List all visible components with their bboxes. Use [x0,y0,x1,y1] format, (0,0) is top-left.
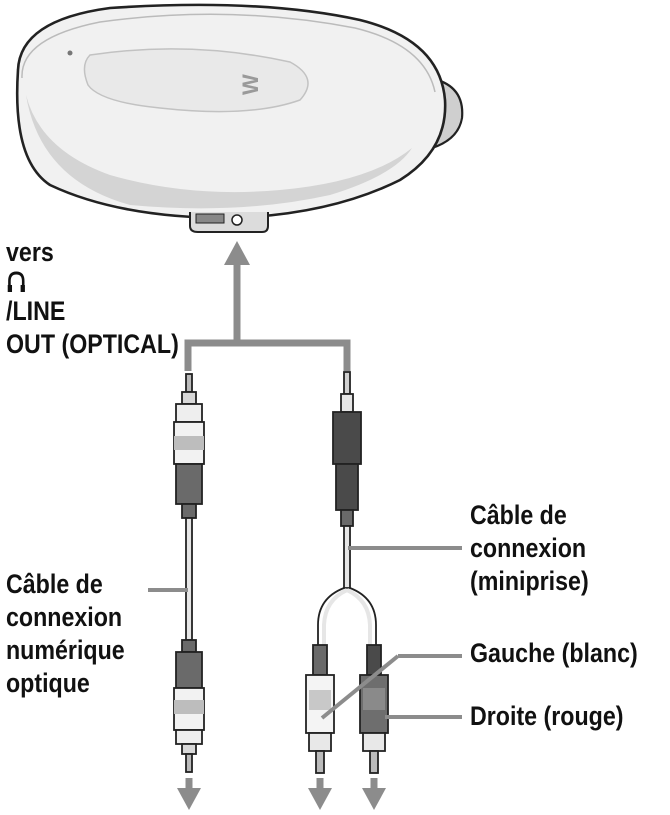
minijack-cable [317,371,377,645]
minijack-line-3: (miniprise) [470,566,589,596]
output-line2: OUT (OPTICAL) [6,329,179,359]
arrow-down-icon [308,788,332,810]
optical-line-4: optique [6,668,90,698]
minijack-line-2: connexion [470,533,587,563]
device-logo: W [238,74,263,95]
output-jack-label: vers /LINE OUT (OPTICAL) [6,236,179,361]
optical-line-2: connexion [6,602,123,632]
minijack-cable-label: Câble de connexion (miniprise) [470,499,589,598]
rca-plug-right-red [359,644,389,774]
leader-lines [148,546,462,720]
arrow-down-icon [177,788,201,810]
headphones-icon [7,269,26,295]
connection-lines [184,262,351,371]
optical-cable-label: Câble de connexion numérique optique [6,568,125,700]
right-plug-label: Droite (rouge) [470,701,624,731]
output-suffix: /LINE [6,296,66,326]
optical-line-3: numérique [6,635,125,665]
rca-plug-left-white [305,644,335,774]
minijack-line-1: Câble de [470,500,567,530]
optical-cable [173,373,205,773]
optical-line-1: Câble de [6,569,103,599]
output-prefix: vers [6,237,54,267]
arrow-down-icon [362,788,386,810]
player-device: W [15,3,464,233]
arrow-up-icon [224,241,250,265]
left-plug-label: Gauche (blanc) [470,638,638,668]
